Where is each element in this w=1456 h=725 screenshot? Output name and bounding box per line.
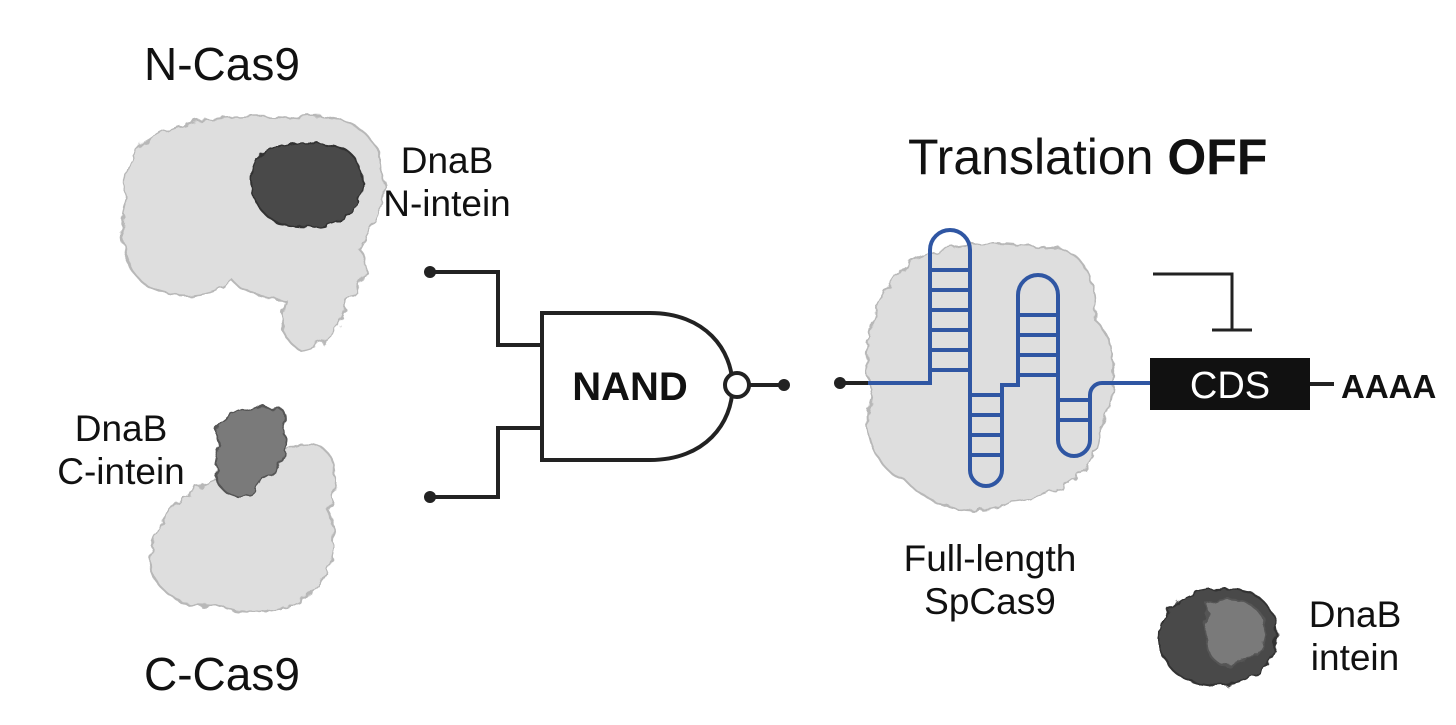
legend-intein-blob [1158,587,1278,687]
dnab-c-intein-blob [214,406,287,497]
dnab-n-intein-blob [249,142,364,229]
translation-status-title: Translation OFF [908,128,1267,186]
mrna-input-terminal [834,377,846,389]
input-b-terminal [424,491,436,503]
full-length-spcas9-label: Full-length SpCas9 [868,538,1112,623]
mrna-strand [868,228,1150,488]
cds-box [1150,358,1310,410]
dnab-c-intein-line2: C-intein [57,450,185,492]
full-length-line2: SpCas9 [924,580,1056,622]
dnab-c-intein-line1: DnaB [74,408,168,449]
gate-label: NAND [572,365,688,409]
repression-arrow [1153,272,1234,330]
legend-intein-line2: intein [1310,636,1400,678]
nand-output-bubble [723,371,751,399]
dnab-c-intein-label: DnaB C-intein [36,408,206,493]
cds-label: CDS [1190,365,1270,407]
n-cas9-label: N-Cas9 [144,38,300,90]
dnab-n-intein-label: DnaB N-intein [362,140,532,225]
full-length-spcas9-protein [865,242,1115,512]
translation-state: OFF [1167,129,1268,185]
c-cas9-label: C-Cas9 [144,648,300,700]
legend-intein-line1: DnaB [1308,594,1402,635]
input-a-terminal [424,266,436,278]
poly-a-label: AAAA [1341,368,1436,405]
full-length-line1: Full-length [903,538,1077,579]
hairpin-base-pairs [930,268,1090,457]
dnab-n-intein-line2: N-intein [383,182,511,224]
gate-input-wires [430,270,542,499]
output-terminal [778,379,790,391]
dnab-n-intein-line1: DnaB [400,140,494,181]
translation-prefix: Translation [908,129,1154,185]
legend-intein-label: DnaB intein [1280,594,1430,679]
